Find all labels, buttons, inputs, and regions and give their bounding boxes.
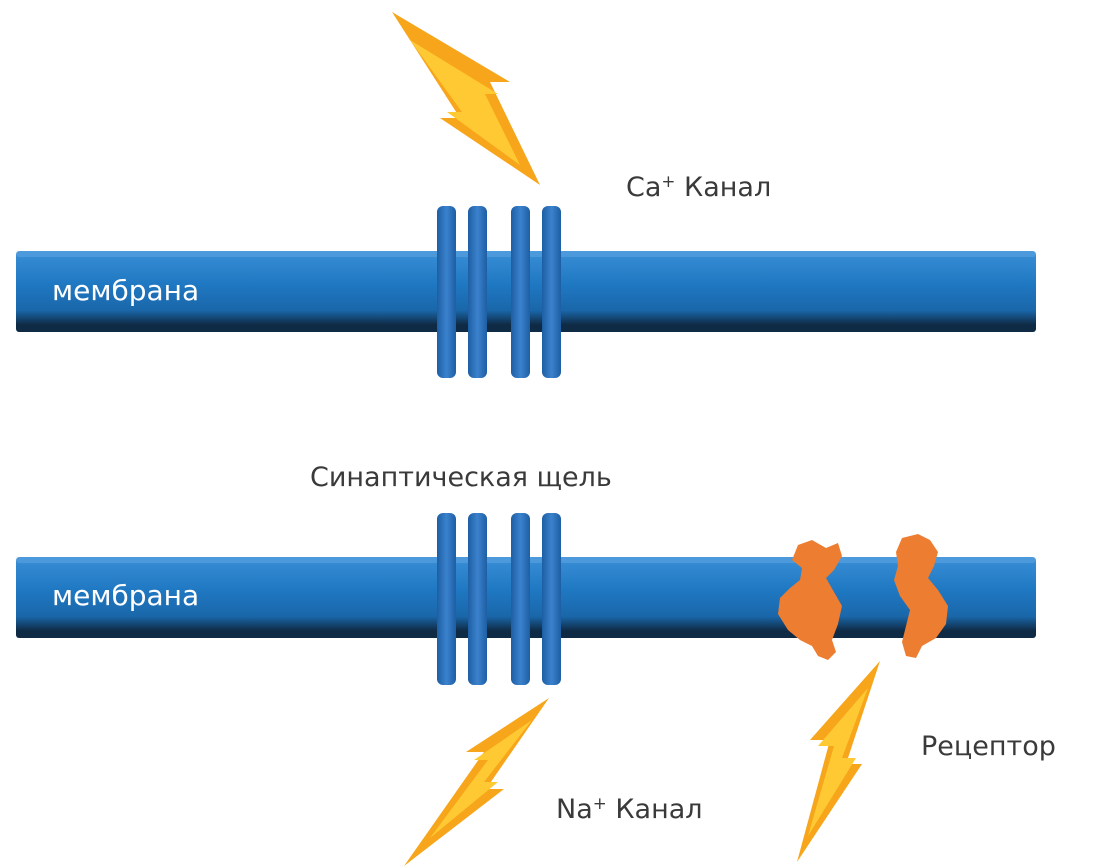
ca-channel-label: Ca+ Канал — [626, 170, 772, 203]
channel-bar — [511, 206, 530, 378]
lightning-bolt-na-icon — [404, 698, 549, 866]
na-channel-label: Na+ Канал — [556, 792, 703, 825]
channel-bar — [542, 206, 561, 378]
top-membrane-label: мембрана — [52, 274, 200, 307]
ca-charge: + — [661, 170, 676, 191]
lightning-bolt-receptor-icon — [797, 661, 880, 862]
channel-bar — [437, 513, 456, 685]
channel-bar — [511, 513, 530, 685]
receptor-label: Рецептор — [921, 731, 1056, 762]
receptor — [778, 534, 948, 660]
na-charge: + — [592, 792, 607, 813]
receptor-left-icon — [778, 540, 842, 660]
bottom-membrane-label: мембрана — [52, 579, 200, 612]
lightning-bolt-top-icon — [392, 12, 540, 185]
channel-bar — [468, 206, 487, 378]
ca-ion: Ca — [626, 172, 662, 203]
na-channel — [437, 513, 561, 685]
synaptic-cleft-label: Синаптическая щель — [310, 462, 612, 493]
receptor-right-icon — [894, 534, 948, 658]
ca-channel — [437, 206, 561, 378]
channel-bar — [468, 513, 487, 685]
na-channel-word: Канал — [615, 794, 703, 825]
ca-channel-word: Канал — [684, 172, 772, 203]
channel-bar — [437, 206, 456, 378]
na-ion: Na — [556, 794, 593, 825]
channel-bar — [542, 513, 561, 685]
